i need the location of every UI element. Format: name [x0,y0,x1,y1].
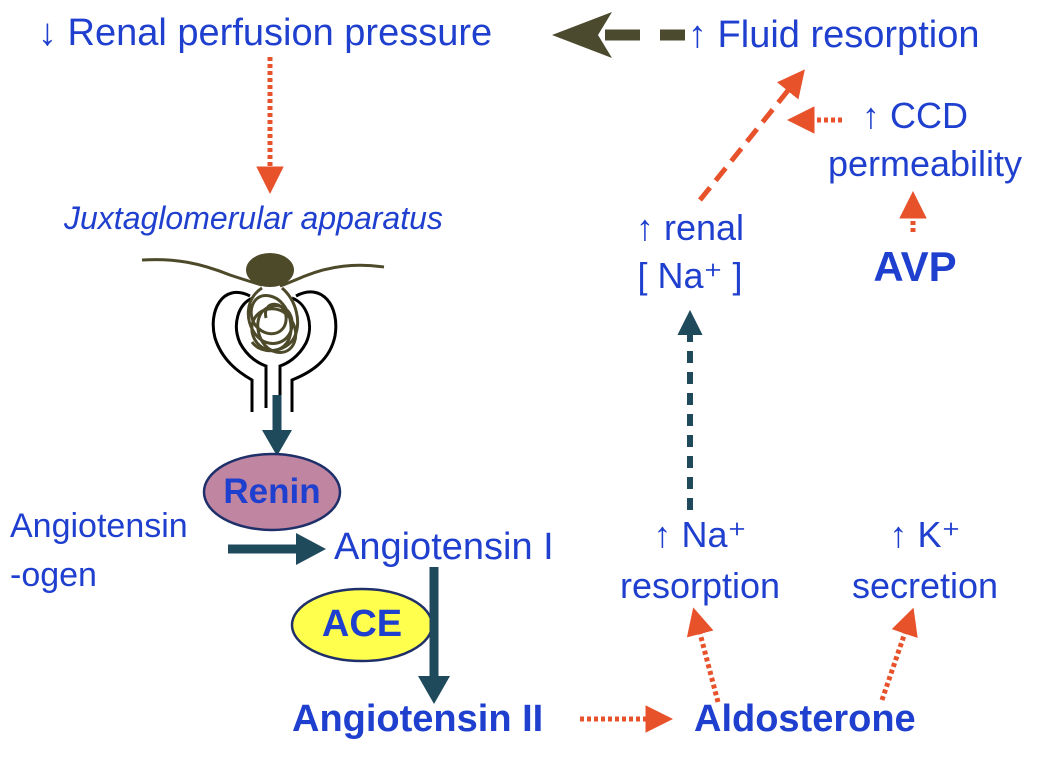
arrow-angiotensinogen-head [296,533,326,565]
fluid-resorption-label: ↑ Fluid resorption [688,14,980,56]
aldosterone-label: Aldosterone [694,698,916,740]
ace-label: ACE [321,603,403,645]
renin-enzyme-shape [202,452,342,532]
capillary-tuft [246,286,298,354]
angiotensin-ii-label: Angiotensin II [292,698,544,740]
arrow-aldosterone-to-na-resorption [686,607,721,703]
k-secretion-label: ↑ K⁺ [889,514,961,555]
bowman-capsule-left-inner [235,296,268,408]
na-resorption-label: ↑ Na⁺ [653,514,747,555]
jga-label: Juxtaglomerular apparatus [64,200,443,236]
feedback-arrowhead [552,12,612,58]
arrow-renal-na-to-fluid [698,69,805,202]
permeability-label: permeability [827,143,1023,184]
capillary-loop [250,286,299,353]
resorption-label: resorption [619,565,781,606]
macula-densa-icon [246,253,294,287]
avp-label: AVP [873,243,957,290]
renin-label: Renin [223,472,321,511]
arrow-angiotensinogen-to-angiotensin-i [228,533,326,565]
renal-perfusion-pressure-label: ↓ Renal perfusion pressure [38,12,493,54]
feedback-arrow-fluid-to-perfusion [552,12,685,58]
bowman-capsule-left-outer [211,291,254,412]
ccd-label: ↑ CCD [862,95,968,136]
renal-na-label: ↑ renal [635,207,745,248]
angiotensinogen-label: Angiotensin [10,507,188,545]
angiotensin-i-label: Angiotensin I [334,526,554,568]
arrow-angiotensin-i-head [418,676,450,704]
bowman-capsule-right-outer [290,290,338,412]
arrow-angiotensin-i-to-angiotensin-ii [418,567,450,704]
arrow-jga-to-renin [262,395,292,456]
efferent-arteriole [279,263,385,288]
glomerulus-illustration [141,253,385,412]
arrow-aldosterone-to-k-secretion [879,607,918,701]
afferent-arteriole [141,258,263,287]
bowman-capsule-right-inner [278,296,311,408]
angiotensinogen-suffix-label: -ogen [10,556,97,594]
renal-na-concentration-label: [ Na⁺ ] [637,255,743,296]
arrow-jga-to-renin-head [262,430,292,456]
secretion-label: secretion [851,565,999,606]
